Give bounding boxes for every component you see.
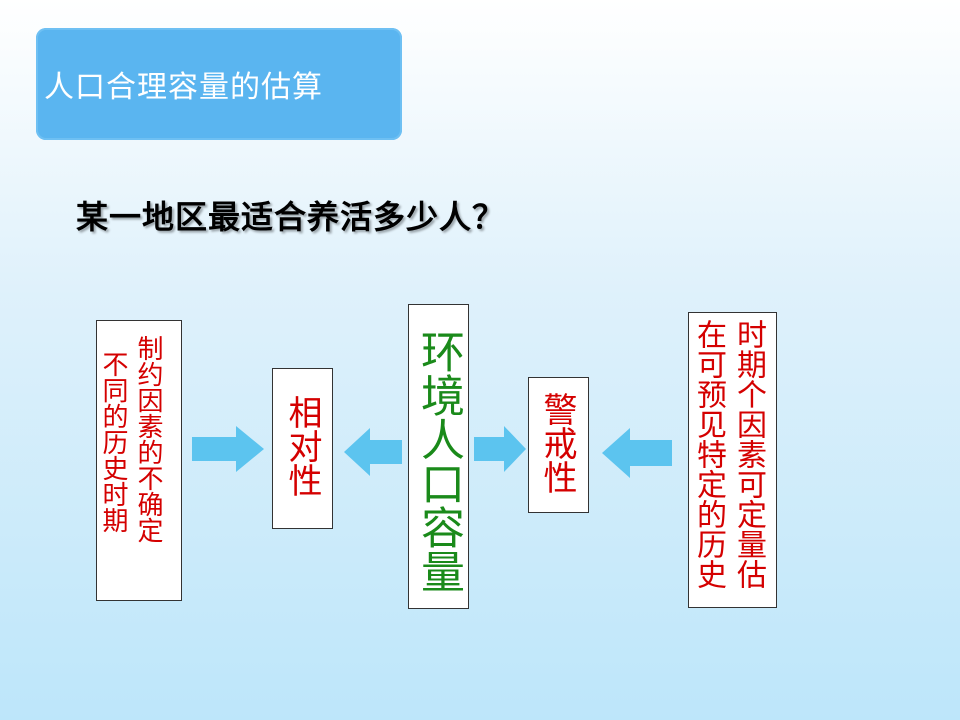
relativity-label: 相对性 <box>282 395 322 497</box>
carrying-capacity-line3: 容量 <box>413 505 464 593</box>
arrow-right-icon <box>192 426 264 472</box>
foreseeable-period-box: 时期个因素可定量估 在可预见特定的历史 <box>688 312 777 608</box>
carrying-capacity-box: 环境 人口 容量 <box>408 304 469 609</box>
slide-title: 人口合理容量的估算 <box>44 70 323 105</box>
foreseeable-text-col2: 在可预见特定的历史 <box>691 319 726 589</box>
carrying-capacity-line2: 人口 <box>413 417 464 505</box>
constraints-text-col2: 不同的历史时期 <box>98 351 128 533</box>
warning-box: 警戒性 <box>528 377 589 513</box>
warning-label: 警戒性 <box>537 392 577 494</box>
arrow-right-icon <box>474 426 526 472</box>
relativity-box: 相对性 <box>272 368 333 529</box>
foreseeable-text-col1: 时期个因素可定量估 <box>731 319 766 589</box>
arrow-left-icon <box>602 428 672 478</box>
historical-constraints-box: 制约因素的不确定 不同的历史时期 <box>96 320 182 601</box>
title-banner <box>36 28 402 140</box>
arrow-left-icon <box>344 428 402 476</box>
main-question: 某一地区最适合养活多少人？ <box>76 198 506 236</box>
constraints-text-col1: 制约因素的不确定 <box>133 335 163 543</box>
carrying-capacity-line1: 环境 <box>413 329 464 417</box>
